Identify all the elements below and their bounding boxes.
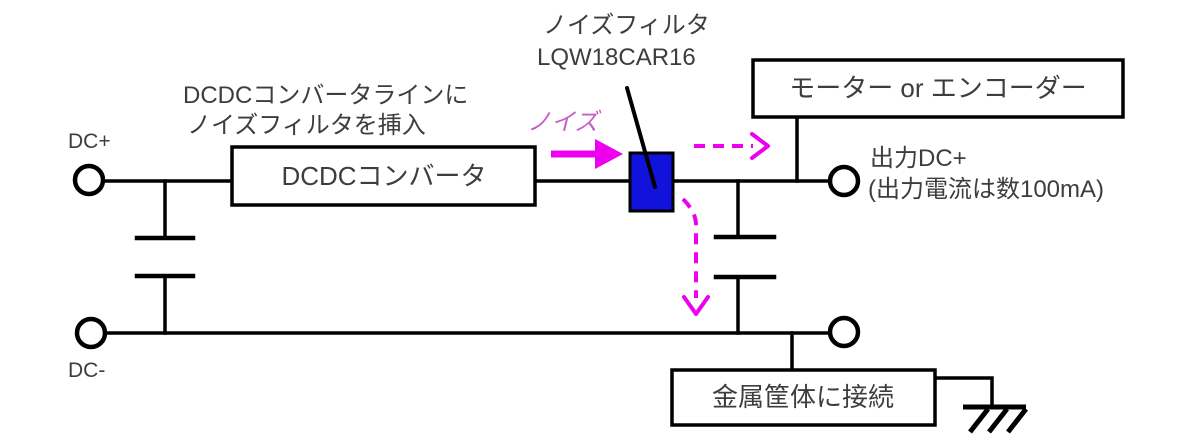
chassis-ground-icon	[963, 404, 1028, 434]
capacitor-left-icon	[134, 179, 196, 335]
wires	[103, 115, 994, 409]
note-line2: LQW18CAR16	[537, 44, 696, 71]
terminal-output-dc-minus-icon	[827, 315, 861, 349]
terminal-output-dc-plus-icon	[827, 164, 861, 198]
noise-dash-down-shaft	[681, 197, 698, 298]
noise-dash-right-head	[750, 132, 770, 160]
dcdc-converter-box: DCDCコンバータ	[230, 145, 537, 207]
motor-encoder-rect	[751, 58, 1125, 119]
ground-hatch-2	[987, 407, 1009, 434]
ground-hatch-3	[1006, 407, 1028, 434]
noise-dash-down-head	[682, 295, 710, 316]
annotation-line2: ノイズフィルタを挿入	[187, 112, 426, 139]
output-dc-plus-label: 出力DC+	[870, 145, 967, 172]
motor-encoder-box: モーター or エンコーダー	[751, 58, 1125, 119]
output-current-label: (出力電流は数100mA)	[868, 176, 1104, 203]
ground-hatch-1	[968, 407, 990, 434]
noise-filter-icon	[628, 151, 675, 213]
capacitor-right-icon	[713, 179, 777, 335]
chassis-connect-rect	[670, 368, 937, 427]
dc-plus-label: DC+	[68, 130, 111, 153]
wire-box-to-ground	[933, 376, 994, 409]
terminal-dc-plus-icon	[72, 163, 106, 197]
noise-label: ノイズ	[527, 109, 602, 136]
chassis-connect-box: 金属筐体に接続	[670, 368, 937, 427]
noise-path-right-icon	[694, 132, 770, 160]
noise-arrow-solid-icon	[551, 139, 623, 169]
noise-path-down-icon	[681, 197, 710, 316]
motor-encoder-label: モーター or エンコーダー	[789, 73, 1087, 103]
annotation-line1: DCDCコンバータラインに	[183, 82, 468, 109]
noise-arrow-head	[595, 139, 623, 169]
note-line1: ノイズフィルタ	[543, 12, 710, 39]
chassis-connect-label: 金属筐体に接続	[712, 382, 894, 412]
noise-filter-callout-line	[625, 86, 657, 189]
dc-minus-label: DC-	[68, 359, 105, 382]
terminal-dc-minus-icon	[74, 316, 108, 350]
dcdc-converter-label: DCDCコンバータ	[281, 161, 486, 191]
dcdc-converter-rect	[230, 145, 537, 207]
